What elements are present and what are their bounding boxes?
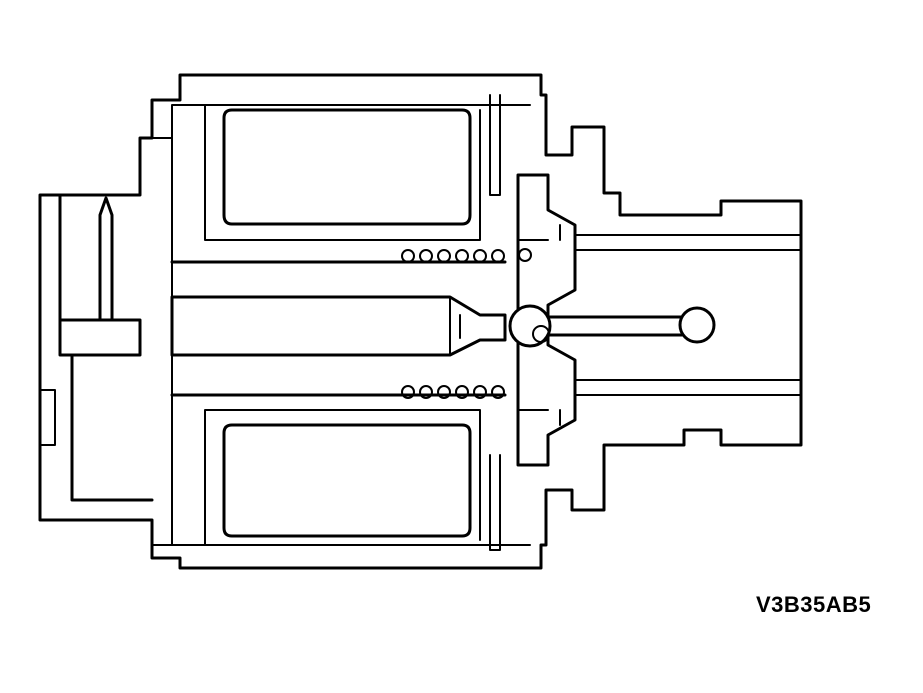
housing-inner-wall — [171, 104, 531, 546]
housing-outline — [38, 73, 803, 570]
plunger-tip-line — [449, 296, 461, 356]
lower-coil-winding — [222, 423, 472, 538]
lower-spring — [401, 385, 505, 399]
outlet-port-lines — [574, 234, 802, 396]
check-ball — [508, 304, 552, 348]
connector-housing — [58, 193, 154, 502]
figure-reference-code: V3B35AB5 — [756, 592, 872, 617]
lower-bobbin — [204, 409, 501, 551]
upper-bobbin — [204, 94, 501, 241]
rod-end-ball — [678, 306, 716, 344]
valve-seat-body — [516, 173, 577, 467]
armature-plunger — [170, 295, 507, 357]
connector-detail — [39, 389, 56, 446]
upper-coil-winding — [222, 108, 472, 226]
core-tube — [170, 260, 507, 397]
housing-step — [151, 137, 173, 546]
upper-spring — [401, 248, 532, 263]
push-rod — [546, 315, 692, 337]
terminal-pin — [98, 196, 114, 322]
valve-seat-details — [517, 224, 561, 426]
